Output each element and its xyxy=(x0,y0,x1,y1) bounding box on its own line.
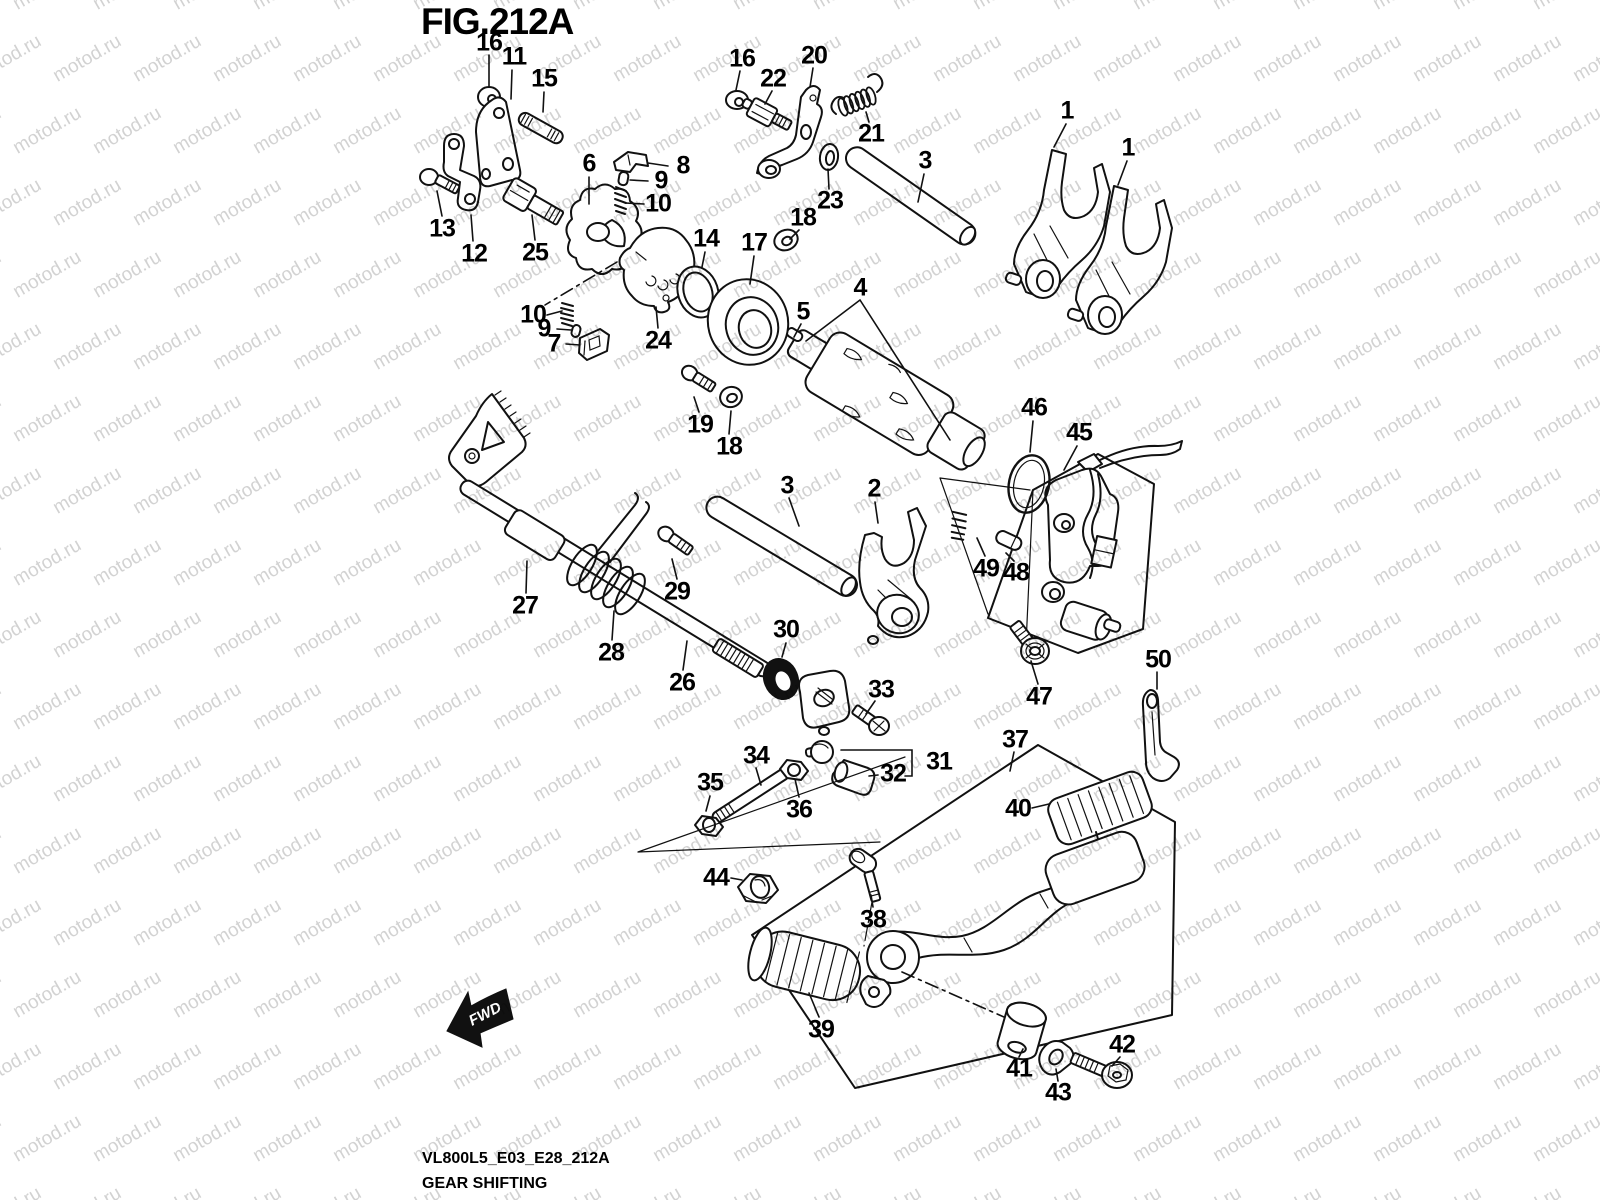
part-callout-1: 1 xyxy=(1121,133,1136,162)
part-callout-47: 47 xyxy=(1026,682,1053,711)
part-callout-43: 43 xyxy=(1045,1078,1072,1107)
part-callout-10: 10 xyxy=(645,189,672,218)
part-callout-37: 37 xyxy=(1002,725,1029,754)
part-callout-15: 15 xyxy=(531,64,558,93)
part-callout-14: 14 xyxy=(693,224,720,253)
part-callout-36: 36 xyxy=(786,795,813,824)
drawing-code: VL800L5_E03_E28_212A xyxy=(422,1150,610,1167)
part-callout-18: 18 xyxy=(790,203,817,232)
part-callout-33: 33 xyxy=(868,675,895,704)
part-callout-11: 11 xyxy=(501,42,527,71)
gear-position-switch xyxy=(939,440,1183,665)
part-callout-50: 50 xyxy=(1145,645,1172,674)
part-callout-20: 20 xyxy=(801,41,828,70)
part-callout-31: 31 xyxy=(926,747,953,776)
part-callout-18: 18 xyxy=(716,432,743,461)
part-callout-3: 3 xyxy=(780,471,795,500)
part-callout-28: 28 xyxy=(598,638,625,667)
part-callout-46: 46 xyxy=(1021,393,1048,422)
part-callout-35: 35 xyxy=(697,768,724,797)
drawing-caption: GEAR SHIFTING xyxy=(422,1175,548,1192)
part-callout-17: 17 xyxy=(741,228,768,257)
figure-title: FIG.212A xyxy=(421,1,574,42)
part-callout-26: 26 xyxy=(669,668,696,697)
cam-stopper-plate xyxy=(565,183,790,366)
part-callout-6: 6 xyxy=(582,149,597,178)
upper-left-hardware xyxy=(419,86,649,361)
pedal-assembly xyxy=(637,744,1176,1089)
selector-rod-lower xyxy=(705,495,859,597)
part-callout-34: 34 xyxy=(743,741,770,770)
part-callout-4: 4 xyxy=(853,273,868,302)
part-callout-2: 2 xyxy=(867,474,882,503)
part-callout-45: 45 xyxy=(1066,418,1093,447)
leader-lines xyxy=(436,54,1158,1082)
upper-middle-hardware xyxy=(725,73,884,252)
part-callout-12: 12 xyxy=(461,239,488,268)
pedal-pivot-hardware xyxy=(996,1001,1133,1089)
part-callout-44: 44 xyxy=(703,863,730,892)
part-callout-9: 9 xyxy=(537,314,552,343)
part-callout-8: 8 xyxy=(676,151,691,180)
selector-rod-upper xyxy=(845,146,977,246)
part-callout-7: 7 xyxy=(547,329,562,358)
part-callout-29: 29 xyxy=(664,577,691,606)
part-callout-10: 10 xyxy=(520,300,547,329)
part-callout-22: 22 xyxy=(760,64,787,93)
part-callout-23: 23 xyxy=(817,186,844,215)
footer: VL800L5_E03_E28_212A GEAR SHIFTING xyxy=(422,1146,610,1196)
part-callout-16: 16 xyxy=(476,28,503,57)
part-callout-48: 48 xyxy=(1003,558,1030,587)
alignment-line xyxy=(544,261,618,306)
part-callout-38: 38 xyxy=(860,905,887,934)
part-callout-30: 30 xyxy=(773,615,800,644)
part-callout-19: 19 xyxy=(687,410,714,439)
part-callout-1: 1 xyxy=(1060,96,1075,125)
part-callout-42: 42 xyxy=(1109,1030,1136,1059)
part-callout-27: 27 xyxy=(512,591,539,620)
shift-cam-drum xyxy=(785,327,986,471)
shift-fork-2 xyxy=(858,507,930,645)
part-callout-9: 9 xyxy=(654,166,669,195)
part-callout-49: 49 xyxy=(973,554,1000,583)
part-callout-13: 13 xyxy=(429,214,456,243)
part-callout-16: 16 xyxy=(729,44,756,73)
fwd-arrow: FWD xyxy=(446,988,514,1048)
part-callout-40: 40 xyxy=(1005,794,1032,823)
part-callout-25: 25 xyxy=(522,238,549,267)
screw-and-washer xyxy=(680,364,743,409)
part-callout-5: 5 xyxy=(796,297,811,326)
part-callout-3: 3 xyxy=(918,146,933,175)
part-callout-32: 32 xyxy=(880,759,907,788)
part-callout-24: 24 xyxy=(645,326,672,355)
part-callout-21: 21 xyxy=(858,119,885,148)
part-callout-41: 41 xyxy=(1006,1054,1033,1083)
part-callout-39: 39 xyxy=(808,1015,835,1044)
pedal-return-hook xyxy=(1141,689,1180,782)
gear-shift-shaft xyxy=(448,390,890,837)
